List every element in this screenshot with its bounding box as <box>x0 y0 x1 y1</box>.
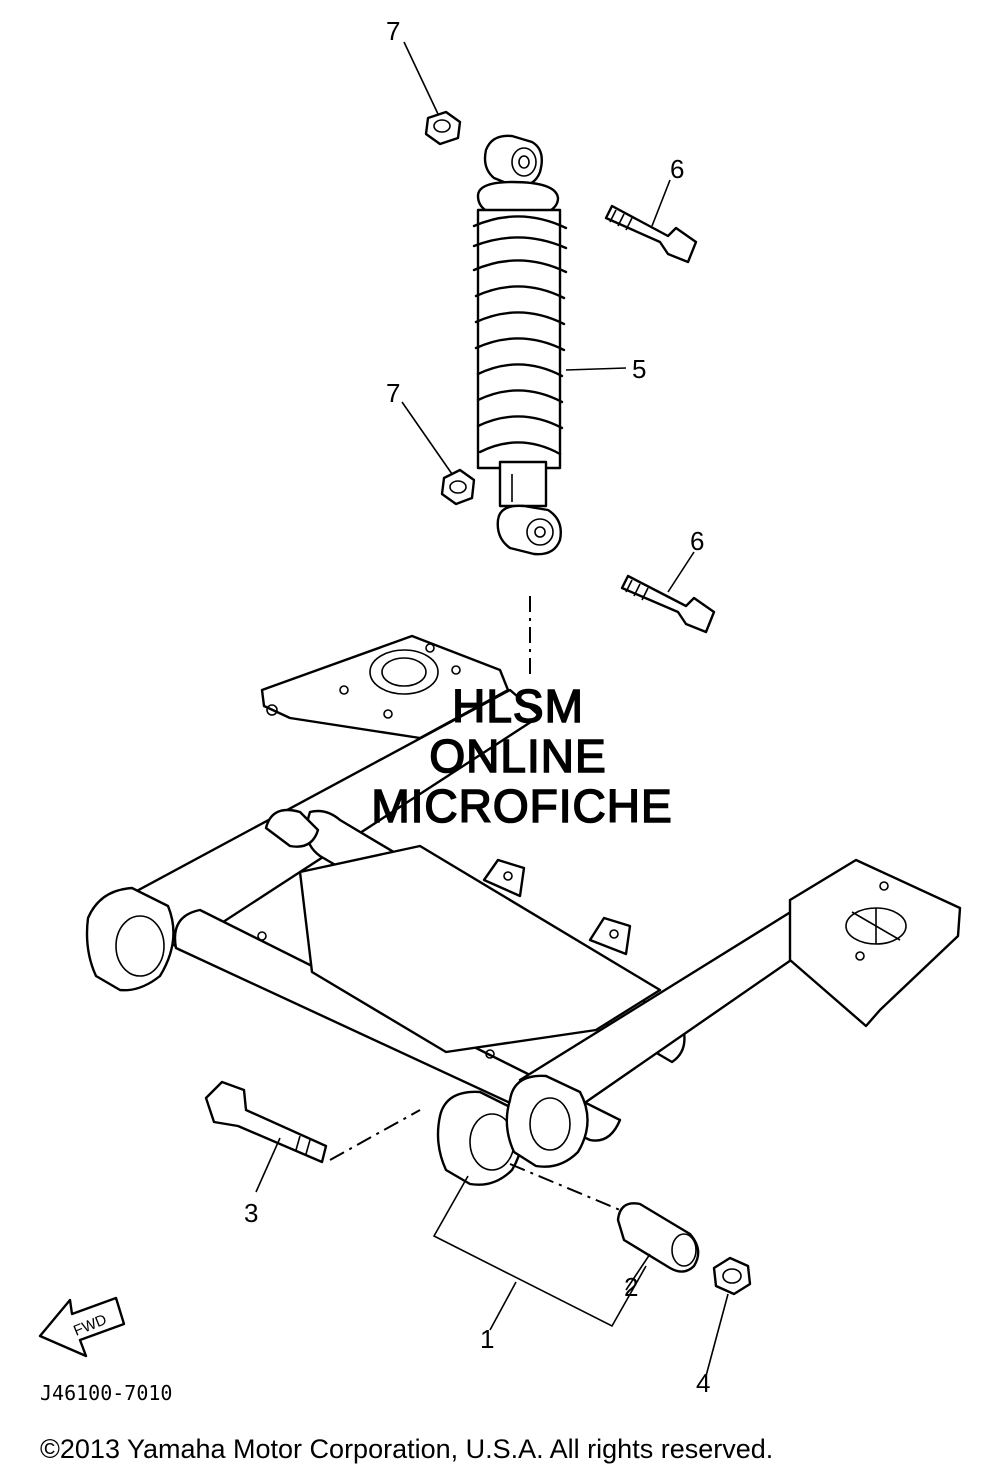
rear-arm[interactable] <box>85 634 962 1186</box>
leader-lines <box>255 41 729 1377</box>
callout-5: 5 <box>632 354 646 384</box>
callout-7-upper: 7 <box>386 16 400 46</box>
fwd-arrow-icon: FWD <box>38 1296 126 1358</box>
bolt-upper[interactable] <box>604 204 698 264</box>
watermark-line-3: MICROFICHE <box>371 780 672 832</box>
collar[interactable] <box>616 1202 700 1273</box>
nut-upper[interactable] <box>424 110 462 146</box>
nut-lower[interactable] <box>440 468 476 506</box>
callout-1: 1 <box>480 1324 494 1354</box>
copyright-notice: ©2013 Yamaha Motor Corporation, U.S.A. A… <box>40 1434 773 1464</box>
callout-6-upper: 6 <box>670 154 684 184</box>
bolt-lower[interactable] <box>620 574 716 634</box>
pivot-nut[interactable] <box>712 1256 752 1296</box>
rear-shock-absorber[interactable] <box>472 134 568 556</box>
callout-2: 2 <box>624 1272 638 1302</box>
callout-7-lower: 7 <box>386 378 400 408</box>
pivot-bolt[interactable] <box>204 1080 328 1164</box>
callout-4: 4 <box>696 1368 710 1398</box>
callout-6-lower: 6 <box>690 526 704 556</box>
watermark-line-1: HLSM <box>452 680 584 732</box>
drawing-code: J46100-7010 <box>40 1381 172 1405</box>
callout-3: 3 <box>244 1198 258 1228</box>
watermark-line-2: ONLINE <box>429 730 606 782</box>
